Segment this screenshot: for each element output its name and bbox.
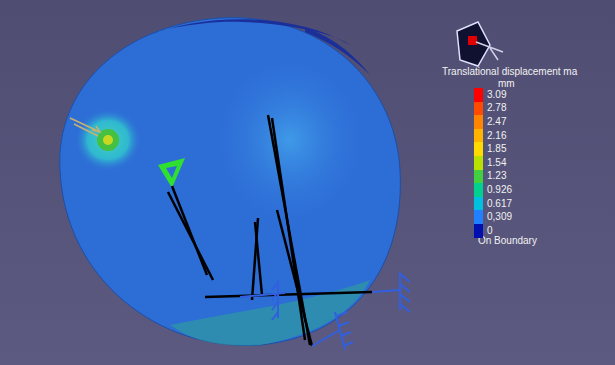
legend-value: 1.54 (487, 157, 506, 169)
legend-value: 2.78 (487, 102, 506, 114)
legend-value: 0.617 (487, 198, 512, 210)
color-swatch (474, 88, 483, 102)
color-swatch (474, 142, 483, 156)
strut-lines (168, 115, 372, 346)
unit-label: mm (498, 78, 515, 90)
legend-value: 1.23 (487, 170, 506, 182)
orientation-icon (457, 22, 503, 66)
legend-value: 3.09 (487, 89, 506, 101)
legend-value: 2.16 (487, 130, 506, 142)
legend-value: 0.926 (487, 184, 512, 196)
color-swatch (474, 102, 483, 116)
ground-clamps (240, 272, 410, 350)
triangle-marker (158, 158, 185, 188)
result-title: Translational displacement ma (442, 66, 577, 78)
color-swatch (474, 170, 483, 184)
legend-value: 0,309 (487, 211, 512, 223)
color-swatch (474, 129, 483, 143)
color-swatch (474, 183, 483, 197)
legend-value: 2.47 (487, 116, 506, 128)
load-arrow-icon (70, 118, 100, 136)
skull-mesh (60, 18, 401, 346)
color-swatch (474, 224, 483, 238)
color-swatch (474, 197, 483, 211)
legend-value: 1.85 (487, 143, 506, 155)
color-swatch (474, 210, 483, 224)
legend-value: 0 (487, 225, 493, 237)
color-swatch (474, 115, 483, 129)
color-swatch (474, 156, 483, 170)
boundary-note: On Boundary (478, 235, 537, 247)
